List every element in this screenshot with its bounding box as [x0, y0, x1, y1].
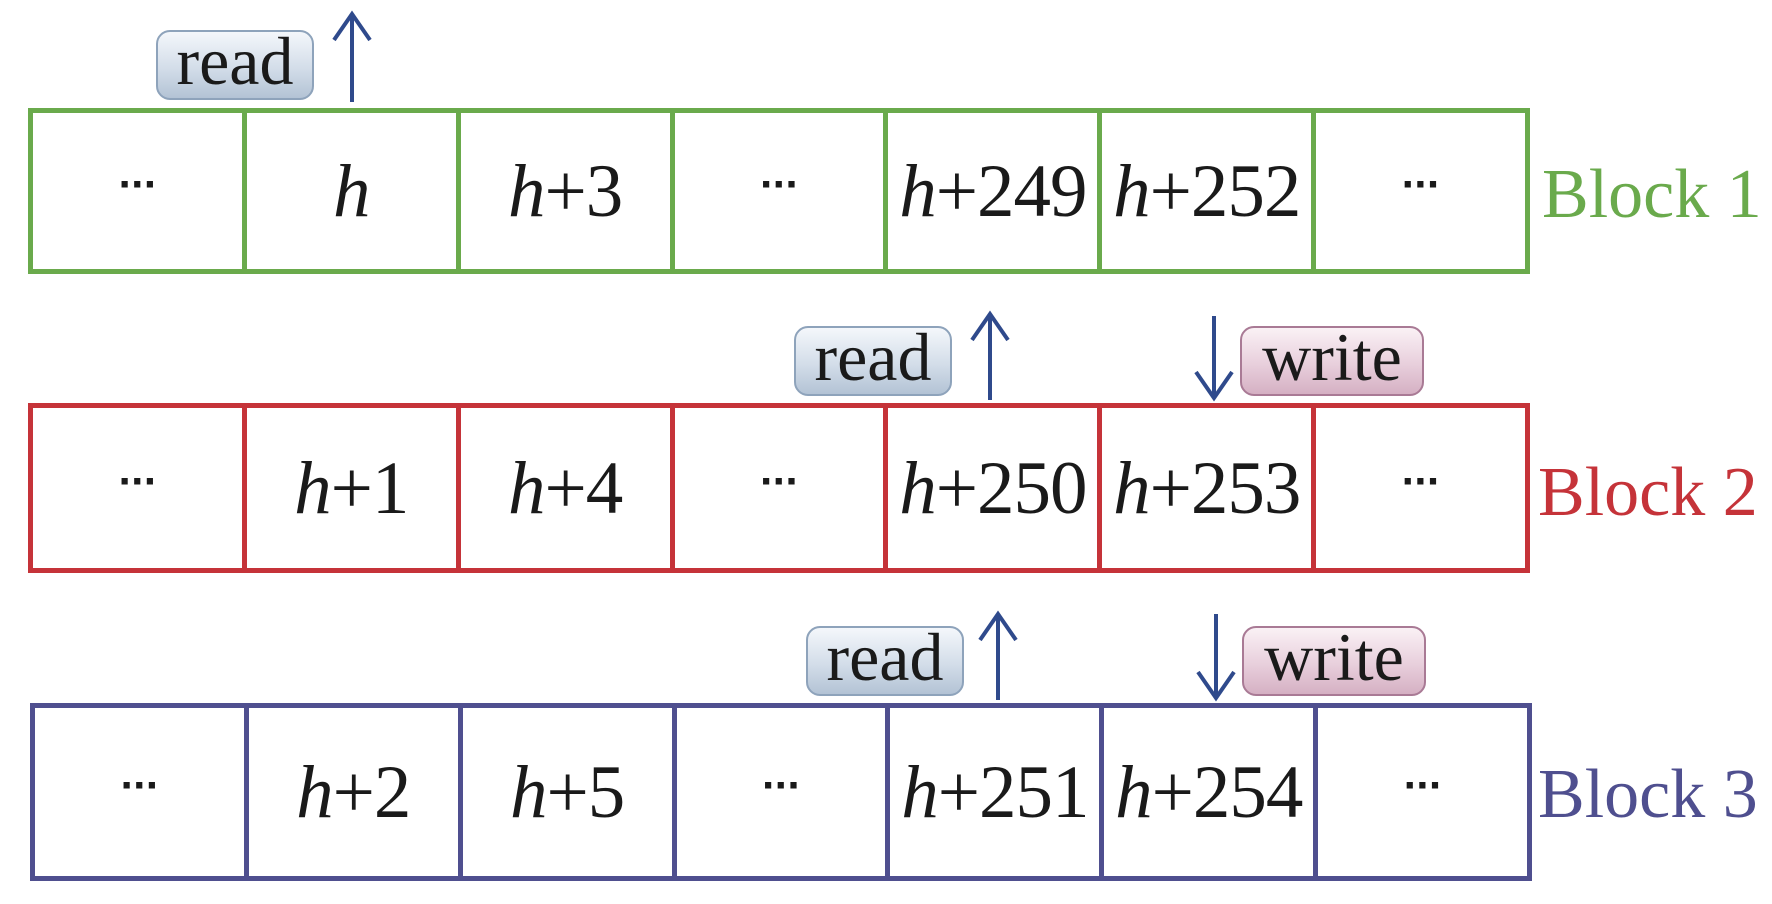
memory-cell: ··· [1311, 113, 1525, 269]
memory-cell: ··· [669, 408, 884, 568]
cell-label: h [333, 154, 370, 229]
cell-label: h+251 [901, 755, 1089, 830]
memory-cell: h+1 [241, 408, 456, 568]
cell-label: ··· [1403, 761, 1444, 810]
cell-offset: +252 [1149, 149, 1302, 233]
cell-label: h+252 [1113, 154, 1301, 229]
read-arrow-up-icon [332, 10, 372, 102]
cell-label: ··· [760, 160, 800, 209]
memory-cell: ··· [1313, 708, 1527, 876]
cell-variable: h [294, 446, 331, 530]
memory-cell: h+251 [885, 708, 1099, 876]
cell-label: h+254 [1115, 755, 1303, 830]
cell-label: ··· [1401, 457, 1442, 506]
cell-label: ··· [1401, 160, 1442, 209]
cell-label: ··· [762, 761, 802, 810]
memory-cell: h+4 [455, 408, 670, 568]
write-tag-label: write [1262, 319, 1402, 395]
cell-label: h+3 [508, 154, 623, 229]
memory-cell: h+254 [1099, 708, 1313, 876]
cell-label: h+253 [1113, 451, 1301, 526]
read-tag-block-2: read [794, 319, 952, 396]
memory-cell: h+3 [455, 113, 670, 269]
ellipsis: ··· [1401, 457, 1442, 506]
memory-cell: h+250 [883, 408, 1097, 568]
ellipsis: ··· [1401, 160, 1442, 209]
cell-variable: h [899, 446, 936, 530]
read-arrow-up-icon [970, 310, 1010, 400]
cell-variable: h [1115, 750, 1152, 834]
ellipsis: ··· [760, 457, 800, 506]
ellipsis: ··· [118, 160, 158, 209]
cell-label: ··· [760, 457, 800, 506]
cell-offset: +253 [1149, 446, 1302, 530]
cell-label: h+2 [296, 755, 411, 830]
cell-offset: +2 [332, 750, 412, 834]
write-tag-block-2: write [1240, 319, 1424, 396]
cell-label: ··· [118, 457, 158, 506]
cell-label: h+250 [899, 451, 1087, 526]
read-tag-block-1: read [156, 23, 314, 100]
block-2-label: Block 2 [1538, 454, 1758, 531]
memory-cell: ··· [33, 408, 242, 568]
read-tag-block-3: read [806, 619, 964, 696]
memory-cell: h+5 [457, 708, 672, 876]
cell-variable: h [296, 750, 333, 834]
ellipsis: ··· [1403, 761, 1444, 810]
read-tag-label: read [176, 23, 294, 99]
memory-cell: ··· [33, 113, 242, 269]
cell-label: h+5 [510, 755, 625, 830]
cell-variable: h [507, 149, 545, 233]
write-arrow-down-icon [1194, 316, 1234, 402]
memory-cell: ··· [35, 708, 244, 876]
cell-offset: +254 [1151, 750, 1304, 834]
cell-offset: +251 [937, 750, 1090, 834]
cell-offset: +3 [544, 149, 623, 233]
memory-cell: h+249 [883, 113, 1097, 269]
cell-variable: h [507, 446, 545, 530]
memory-cell: h+253 [1097, 408, 1311, 568]
cell-variable: h [901, 750, 938, 834]
ellipsis: ··· [762, 761, 802, 810]
ellipsis: ··· [120, 761, 160, 810]
block-3-label: Block 3 [1538, 756, 1758, 833]
memory-cell: ··· [669, 113, 884, 269]
cell-label: ··· [118, 160, 158, 209]
read-tag-label: read [826, 619, 944, 695]
write-tag-block-3: write [1242, 619, 1426, 696]
cell-variable: h [333, 149, 370, 233]
cell-offset: +1 [330, 446, 410, 530]
memory-cell: h [241, 113, 456, 269]
memory-cell: ··· [671, 708, 886, 876]
cell-variable: h [1113, 446, 1150, 530]
cell-label: ··· [120, 761, 160, 810]
cell-label: h+4 [508, 451, 623, 526]
cell-variable: h [509, 750, 547, 834]
cell-offset: +5 [546, 750, 625, 834]
cell-offset: +249 [935, 149, 1088, 233]
read-arrow-up-icon [978, 610, 1018, 700]
ellipsis: ··· [118, 457, 158, 506]
cell-label: h+249 [899, 154, 1087, 229]
ellipsis: ··· [760, 160, 800, 209]
cell-variable: h [1113, 149, 1150, 233]
memory-cell: ··· [1311, 408, 1525, 568]
write-arrow-down-icon [1196, 614, 1236, 702]
cell-variable: h [899, 149, 936, 233]
block-1-label: Block 1 [1542, 156, 1762, 233]
cell-label: h+1 [294, 451, 409, 526]
read-tag-label: read [814, 319, 932, 395]
memory-cell: h+252 [1097, 113, 1311, 269]
cell-offset: +250 [935, 446, 1088, 530]
cell-offset: +4 [544, 446, 623, 530]
write-tag-label: write [1264, 619, 1404, 695]
memory-cell: h+2 [243, 708, 458, 876]
